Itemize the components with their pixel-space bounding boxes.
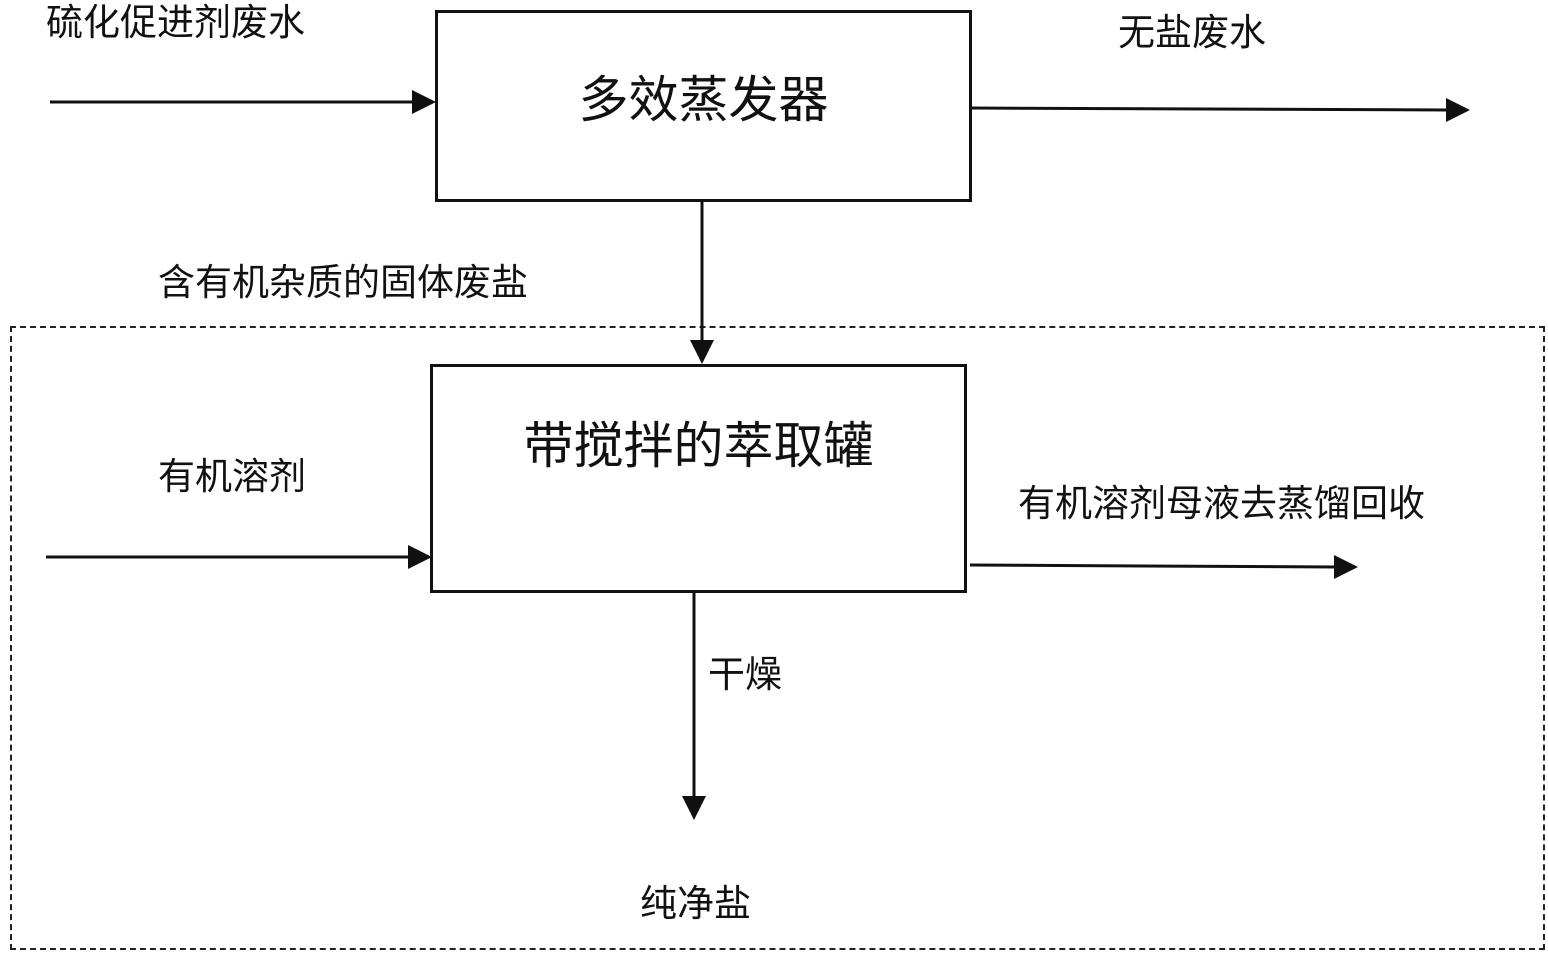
arrowhead-salt-free-water: [1446, 98, 1470, 122]
drying-label: 干燥: [708, 653, 782, 696]
arrowhead-wastewater: [412, 90, 436, 114]
extraction-tank-box: 带搅拌的萃取罐: [430, 364, 967, 593]
solid-waste-salt-label: 含有机杂质的固体废盐: [158, 261, 528, 304]
arrowhead-organic-solvent: [408, 545, 432, 569]
input-wastewater-label: 硫化促进剂废水: [46, 1, 305, 44]
output-salt-free-wastewater-label: 无盐废水: [1118, 11, 1266, 54]
input-organic-solvent-label: 有机溶剂: [158, 455, 306, 498]
arrowhead-solvent-recovery: [1334, 555, 1358, 579]
output-pure-salt-label: 纯净盐: [640, 882, 751, 925]
output-solvent-recovery-label: 有机溶剂母液去蒸馏回收: [1018, 482, 1425, 525]
arrow-evaporator-to-salt-free-water: [969, 106, 1449, 112]
evaporator-box: 多效蒸发器: [435, 10, 972, 202]
evaporator-label: 多效蒸发器: [578, 71, 829, 129]
extraction-section-boundary: [10, 326, 1545, 950]
arrow-extraction-to-recovery: [969, 563, 1337, 569]
arrowhead-solid-salt: [690, 340, 714, 364]
arrowhead-pure-salt: [682, 796, 706, 820]
extraction-tank-label: 带搅拌的萃取罐: [523, 417, 874, 475]
